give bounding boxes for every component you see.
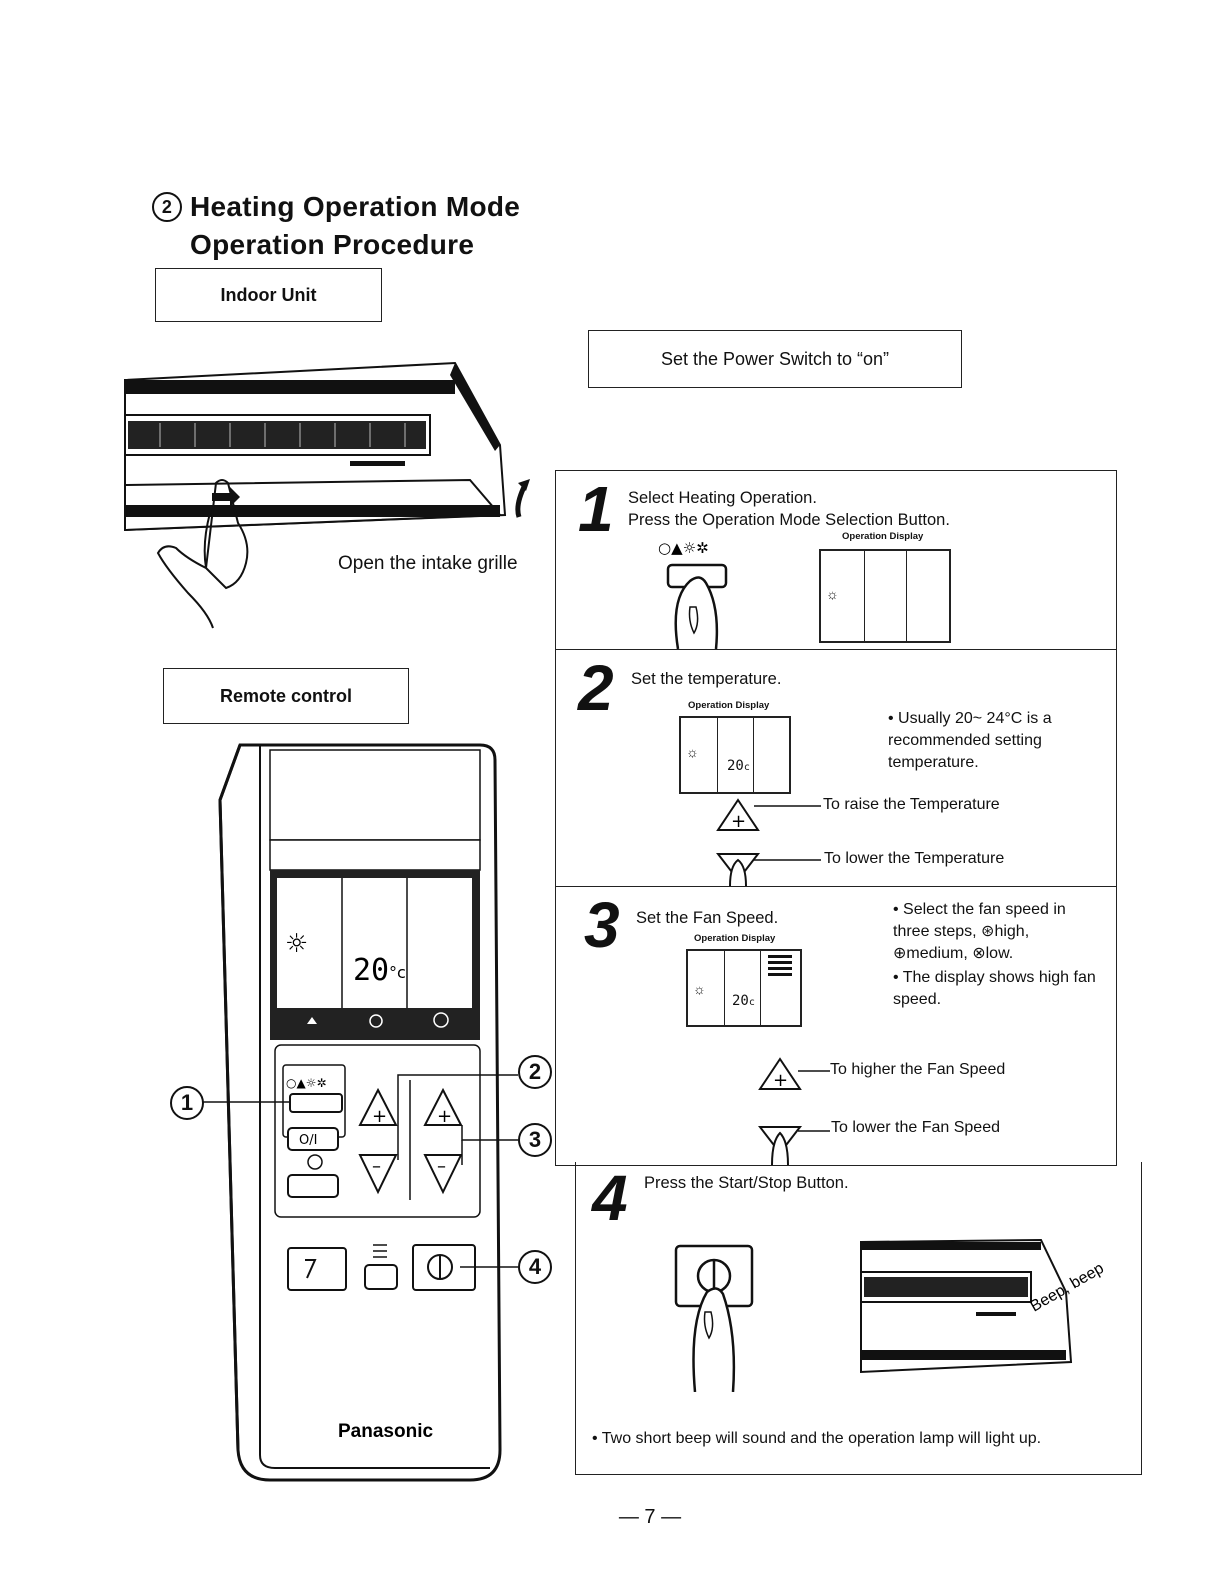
power-switch-instruction: Set the Power Switch to “on” [588, 330, 962, 388]
remote-control-illustration: ☼ 20 °c ○▲☼✲ O/I + – + – Panasonic [200, 743, 518, 1482]
callout-2: 2 [518, 1055, 552, 1089]
step-1-lcd: ☼ [819, 549, 951, 643]
remote-lcd-temp: 20 [353, 953, 389, 988]
callout-1: 1 [170, 1086, 204, 1120]
step-2-lcd: ☼ 20c [679, 716, 791, 794]
remote-oi-label: O/I [299, 1133, 317, 1148]
remote-control-label: Remote control [163, 668, 409, 724]
step-2-display-label: Operation Display [688, 700, 770, 711]
svg-text:+: + [437, 1106, 452, 1127]
indoor-unit-illustration [124, 361, 530, 629]
step-2-number: 2 [578, 652, 614, 724]
step-2-lcd-unit: c [743, 762, 750, 773]
step-3-note2: • The display shows high fan speed. [893, 969, 1096, 1008]
higher-fan-label: To higher the Fan Speed [830, 1061, 1006, 1078]
step-1-number: 1 [578, 473, 614, 545]
remote-lcd-unit: °c [389, 963, 406, 982]
page-title: 2 Heating Operation Mode Operation Proced… [152, 188, 520, 264]
svg-text:○▲☼✲: ○▲☼✲ [658, 539, 709, 557]
section-number: 2 [152, 192, 182, 222]
step-3-lcd-temp: 20 [732, 993, 749, 1009]
step-3-lcd: ☼ 20c [686, 949, 802, 1027]
lower-temp-label: To lower the Temperature [824, 850, 1005, 867]
raise-temp-label: To raise the Temperature [823, 796, 1000, 813]
step-4-line1: Press the Start/Stop Button. [644, 1174, 849, 1192]
title-line2: Operation Procedure [190, 229, 475, 260]
remote-brand: Panasonic [338, 1421, 433, 1442]
step-1-line1: Select Heating Operation. [628, 489, 817, 507]
step-4-note: • Two short beep will sound and the oper… [592, 1430, 1042, 1447]
lower-fan-label: To lower the Fan Speed [831, 1119, 1000, 1136]
step-3-lcd-unit: c [748, 997, 755, 1008]
svg-text:☼: ☼ [285, 929, 308, 959]
callout-3: 3 [518, 1123, 552, 1157]
step-2-note: • Usually 20~ 24°C is a recommended sett… [888, 710, 1052, 771]
indoor-unit-beep-illustration: Beep, beep [860, 1238, 1107, 1374]
step-3-display-label: Operation Display [694, 933, 776, 944]
fan-buttons-illustration: + [758, 1057, 830, 1165]
indoor-unit-label: Indoor Unit [155, 268, 382, 322]
step-3: 3 Set the Fan Speed. Operation Display ☼… [556, 887, 1116, 1165]
step-4: 4 Press the Start/Stop Button. Beep, bee… [575, 1162, 1142, 1475]
step-2: 2 Set the temperature. Operation Display… [556, 650, 1116, 887]
svg-text:+: + [773, 1070, 788, 1091]
callout-4: 4 [518, 1250, 552, 1284]
step-3-number: 3 [584, 889, 620, 961]
step-3-line1: Set the Fan Speed. [636, 909, 779, 927]
svg-text:–: – [372, 1156, 381, 1177]
svg-text:+: + [731, 811, 746, 832]
page-number: — 7 — [618, 1506, 682, 1528]
step-3-note1: • Select the fan speed in three steps, ⊛… [893, 901, 1066, 962]
mode-button-press-illustration: ○▲☼✲ [658, 539, 728, 649]
steps-panel: 1 Select Heating Operation. Press the Op… [555, 470, 1117, 1166]
intake-grille-caption: Open the intake grille [338, 553, 518, 574]
temp-buttons-illustration: + [716, 798, 821, 886]
svg-text:○▲☼✲: ○▲☼✲ [286, 1076, 327, 1090]
step-2-line1: Set the temperature. [631, 670, 782, 688]
step-4-number: 4 [592, 1162, 628, 1234]
step-2-lcd-temp: 20 [727, 758, 744, 774]
title-line1: Heating Operation Mode [190, 191, 521, 222]
step-1-display-label: Operation Display [842, 531, 924, 542]
svg-text:+: + [372, 1106, 387, 1127]
step-1-line2: Press the Operation Mode Selection Butto… [628, 511, 950, 529]
start-stop-press-illustration [674, 1244, 754, 1392]
step-1: 1 Select Heating Operation. Press the Op… [556, 471, 1116, 650]
svg-text:–: – [437, 1156, 446, 1177]
